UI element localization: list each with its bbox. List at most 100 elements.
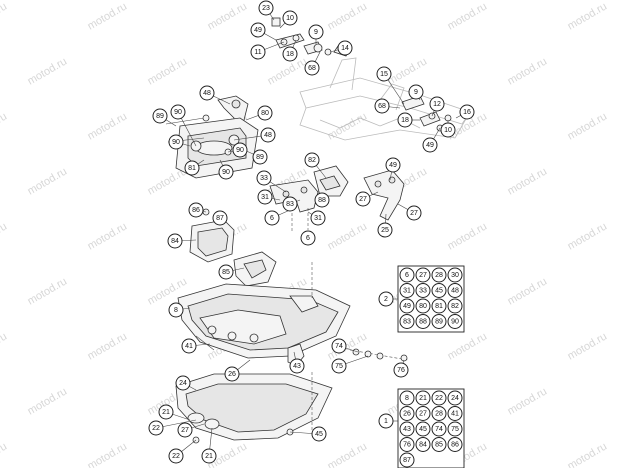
kit-item-88: 88 [415, 314, 431, 329]
callout-number: 89 [156, 113, 164, 120]
callout-76: 76 [393, 362, 409, 378]
kit-item-number: 49 [403, 303, 411, 310]
watermark-text: motod.ru [26, 385, 70, 417]
callout-number: 80 [261, 110, 269, 117]
callout-number: 76 [397, 367, 405, 374]
kit-item-21: 21 [415, 390, 431, 406]
watermark-text: motod.ru [446, 0, 490, 32]
callout-27: 27 [406, 205, 422, 221]
callout-number: 22 [172, 453, 180, 460]
kit-item-8: 8 [399, 390, 415, 406]
callout-31: 31 [257, 189, 273, 205]
callout-83: 83 [282, 196, 298, 212]
callout-number: 89 [256, 154, 264, 161]
callout-number: 6 [270, 215, 274, 222]
callout-85: 85 [218, 264, 234, 280]
callout-49: 49 [250, 22, 266, 38]
callout-1: 1 [378, 413, 394, 429]
callout-number: 83 [286, 201, 294, 208]
kit-item-27: 27 [415, 406, 431, 421]
callout-number: 10 [286, 15, 294, 22]
top-bracket-hardware [271, 17, 452, 132]
callout-number: 31 [314, 215, 322, 222]
watermark-text: motod.ru [0, 0, 9, 32]
callout-number: 27 [181, 427, 189, 434]
callout-21: 21 [201, 448, 217, 464]
kit-item-45: 45 [415, 421, 431, 437]
callout-74: 74 [331, 338, 347, 354]
callout-number: 22 [152, 425, 160, 432]
kit-item-90: 90 [447, 314, 463, 329]
kit-item-48: 48 [447, 283, 463, 298]
callout-49: 49 [422, 137, 438, 153]
callout-89: 89 [252, 149, 268, 165]
callout-86: 86 [188, 202, 204, 218]
callout-number: 68 [308, 65, 316, 72]
callout-number: 90 [172, 139, 180, 146]
callout-number: 27 [410, 210, 418, 217]
callout-41: 41 [181, 338, 197, 354]
callout-43: 43 [289, 358, 305, 374]
callout-27: 27 [177, 422, 193, 438]
watermark-text: motod.ru [86, 440, 130, 468]
callout-12: 12 [429, 96, 445, 112]
kit-item-number: 89 [435, 319, 443, 326]
callout-75: 75 [331, 358, 347, 374]
watermark-text: motod.ru [0, 440, 9, 468]
kit-item-number: 30 [451, 272, 459, 279]
callout-number: 88 [318, 197, 326, 204]
kit-item-41: 41 [447, 406, 463, 421]
kit-item-49: 49 [399, 298, 415, 314]
kit-item-76: 76 [399, 437, 415, 452]
watermark-text: motod.ru [326, 440, 370, 468]
callout-33: 33 [256, 170, 272, 186]
kit-item-number: 80 [419, 303, 427, 310]
callout-number: 9 [314, 29, 318, 36]
callout-number: 68 [378, 103, 386, 110]
watermark-text: motod.ru [506, 55, 550, 87]
callout-89: 89 [152, 108, 168, 124]
watermark-text: motod.ru [446, 220, 490, 252]
kit-item-number: 27 [419, 272, 427, 279]
callout-number: 86 [192, 207, 200, 214]
kit-item-number: 84 [419, 442, 427, 449]
kit-item-number: 45 [435, 288, 443, 295]
kit-item-27: 27 [415, 267, 431, 283]
kit-item-number: 74 [435, 426, 443, 433]
kit-item-83: 83 [399, 314, 415, 329]
callout-number: 11 [254, 49, 261, 56]
callout-number: 1 [384, 418, 388, 425]
kit-item-number: 28 [435, 411, 443, 418]
callout-22: 22 [148, 420, 164, 436]
kit-item-number: 43 [403, 426, 411, 433]
callout-number: 10 [444, 127, 452, 134]
callout-21: 21 [158, 404, 174, 420]
callout-16: 16 [459, 104, 475, 120]
callout-68: 68 [304, 60, 320, 76]
kit-item-80: 80 [415, 298, 431, 314]
kit-item-84: 84 [415, 437, 431, 452]
watermark-text: motod.ru [26, 165, 70, 197]
callout-80: 80 [257, 105, 273, 121]
kit-item-43: 43 [399, 421, 415, 437]
callout-9: 9 [408, 84, 424, 100]
callout-number: 75 [335, 363, 343, 370]
watermark-text: motod.ru [506, 385, 550, 417]
callout-number: 81 [188, 165, 196, 172]
callout-8: 8 [168, 302, 184, 318]
callout-number: 87 [216, 215, 224, 222]
kit-item-87: 87 [399, 452, 415, 468]
watermark-text: motod.ru [566, 0, 610, 32]
callout-number: 27 [359, 196, 367, 203]
callout-48: 48 [260, 127, 276, 143]
callout-number: 24 [179, 380, 187, 387]
callout-number: 90 [236, 147, 244, 154]
callout-90: 90 [218, 164, 234, 180]
callout-number: 25 [381, 227, 389, 234]
kit-item-81: 81 [431, 298, 447, 314]
kit-item-26: 26 [399, 406, 415, 421]
callout-number: 33 [260, 175, 268, 182]
kit-item-number: 48 [451, 288, 459, 295]
